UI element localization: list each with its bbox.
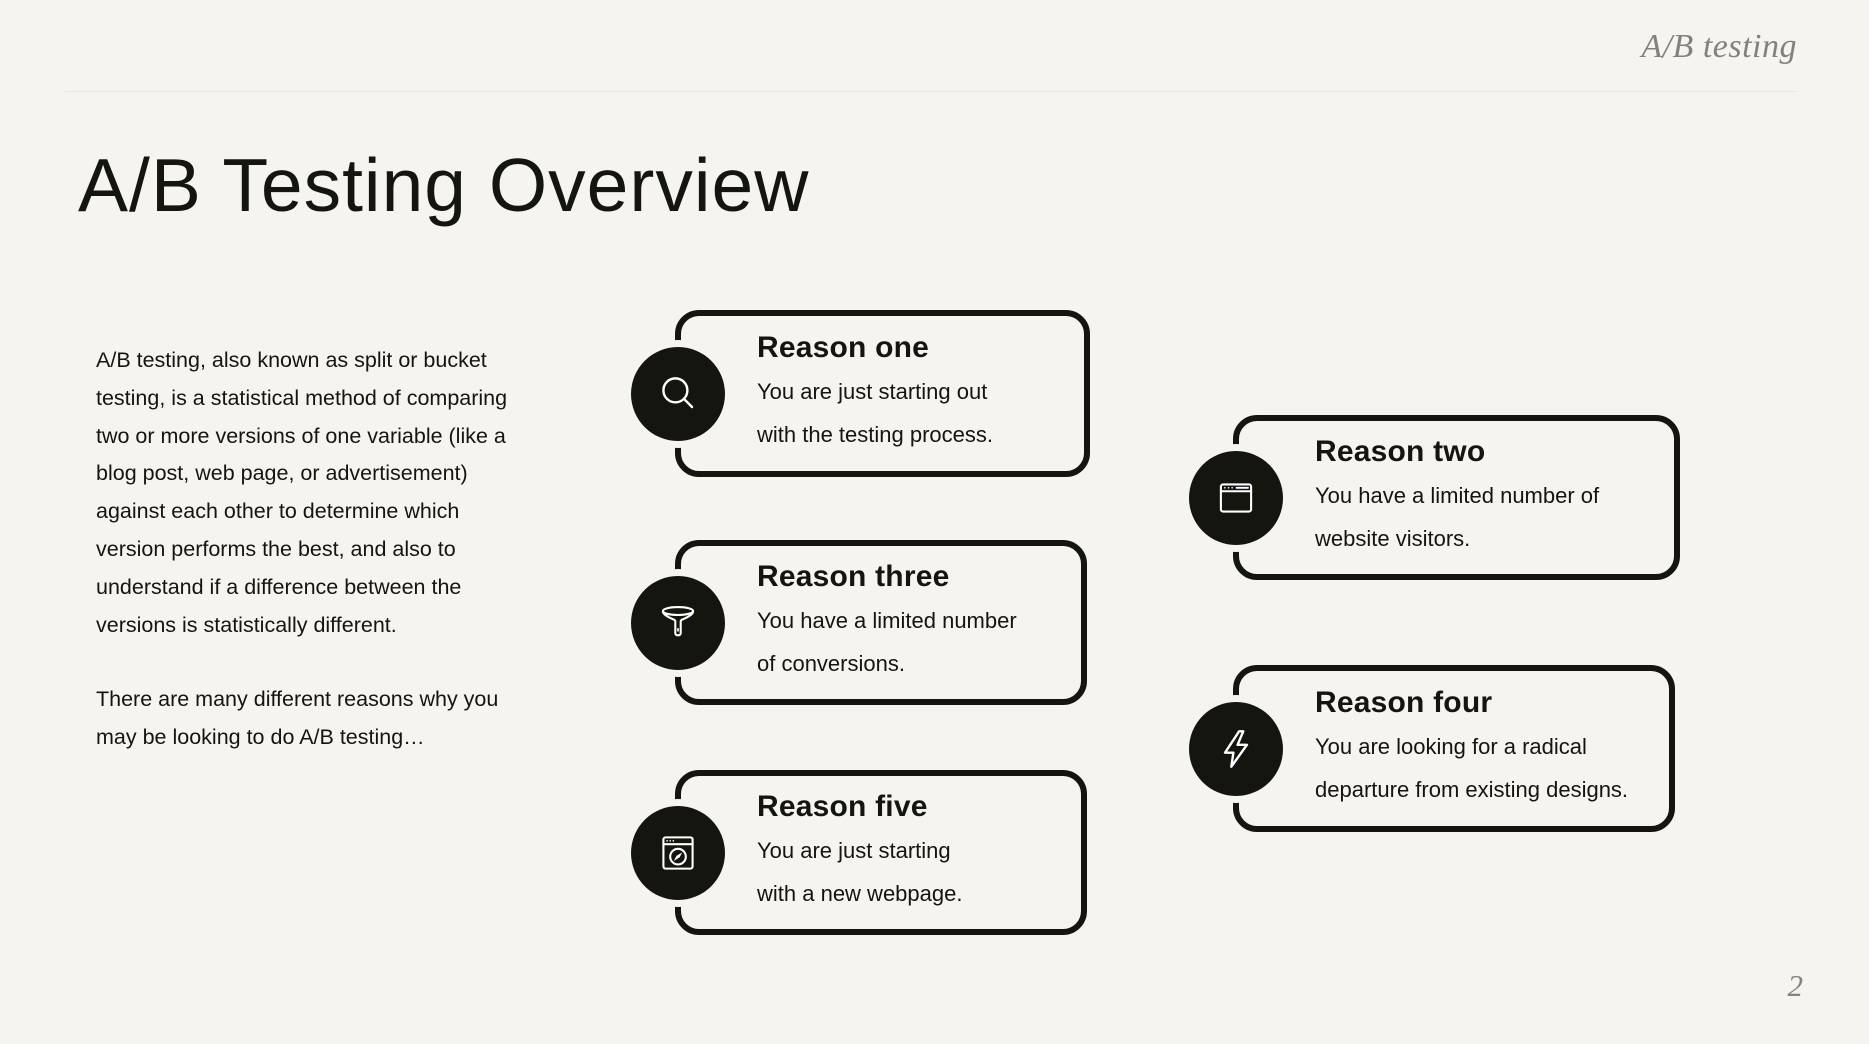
reason-body: You are just starting out with the testi… <box>757 379 994 447</box>
funnel-icon <box>631 575 725 670</box>
reason-card-one: Reason one You are just starting out wit… <box>631 310 1090 477</box>
header-divider <box>65 91 1797 92</box>
reason-title: Reason one <box>757 331 930 364</box>
reason-card-three: Reason three You have a limited number o… <box>631 540 1087 705</box>
reason-title: Reason two <box>1315 435 1486 468</box>
reason-body: You have a limited number of website vis… <box>1315 483 1600 551</box>
reason-title: Reason four <box>1315 686 1493 719</box>
intro-paragraph-2: There are many different reasons why you… <box>96 687 499 750</box>
reason-card-five: Reason five You are just starting with a… <box>631 770 1087 935</box>
page-title: A/B Testing Overview <box>78 143 810 227</box>
intro-text: A/B testing, also known as split or buck… <box>96 342 596 757</box>
reason-body: You have a limited number of conversions… <box>757 608 1017 676</box>
reason-card-four: Reason four You are looking for a radica… <box>1189 665 1675 832</box>
intro-paragraph-1: A/B testing, also known as split or buck… <box>96 348 508 637</box>
search-icon <box>631 346 725 441</box>
reason-title: Reason five <box>757 790 928 823</box>
webpage-compass-icon <box>631 805 725 900</box>
slide-header-label: A/B testing <box>1641 28 1797 65</box>
page-number: 2 <box>1787 968 1804 1003</box>
reason-card-two: Reason two You have a limited number of … <box>1189 415 1680 580</box>
reason-body: You are just starting with a new webpage… <box>757 838 963 906</box>
reason-title: Reason three <box>757 560 950 593</box>
browser-window-icon <box>1189 450 1283 545</box>
reason-body: You are looking for a radical departure … <box>1315 734 1629 802</box>
lightning-bolt-icon <box>1189 701 1283 796</box>
